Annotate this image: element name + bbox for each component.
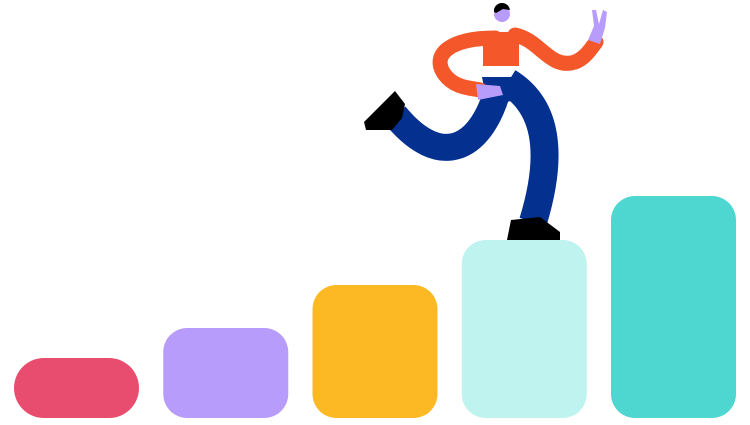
hair xyxy=(493,2,510,13)
left-arm xyxy=(432,30,503,98)
step-4 xyxy=(461,240,587,418)
back-leg xyxy=(384,87,510,161)
right-hand xyxy=(588,10,607,44)
step-5 xyxy=(611,196,736,418)
step-2 xyxy=(163,328,289,418)
back-shoe xyxy=(364,91,405,130)
step-3 xyxy=(312,285,438,418)
step-1 xyxy=(14,358,139,418)
pants-waist xyxy=(482,77,530,108)
left-hand xyxy=(476,84,503,100)
front-shoe xyxy=(507,217,560,240)
running-figure xyxy=(364,2,607,240)
right-arm xyxy=(507,27,604,71)
front-leg xyxy=(500,70,559,227)
